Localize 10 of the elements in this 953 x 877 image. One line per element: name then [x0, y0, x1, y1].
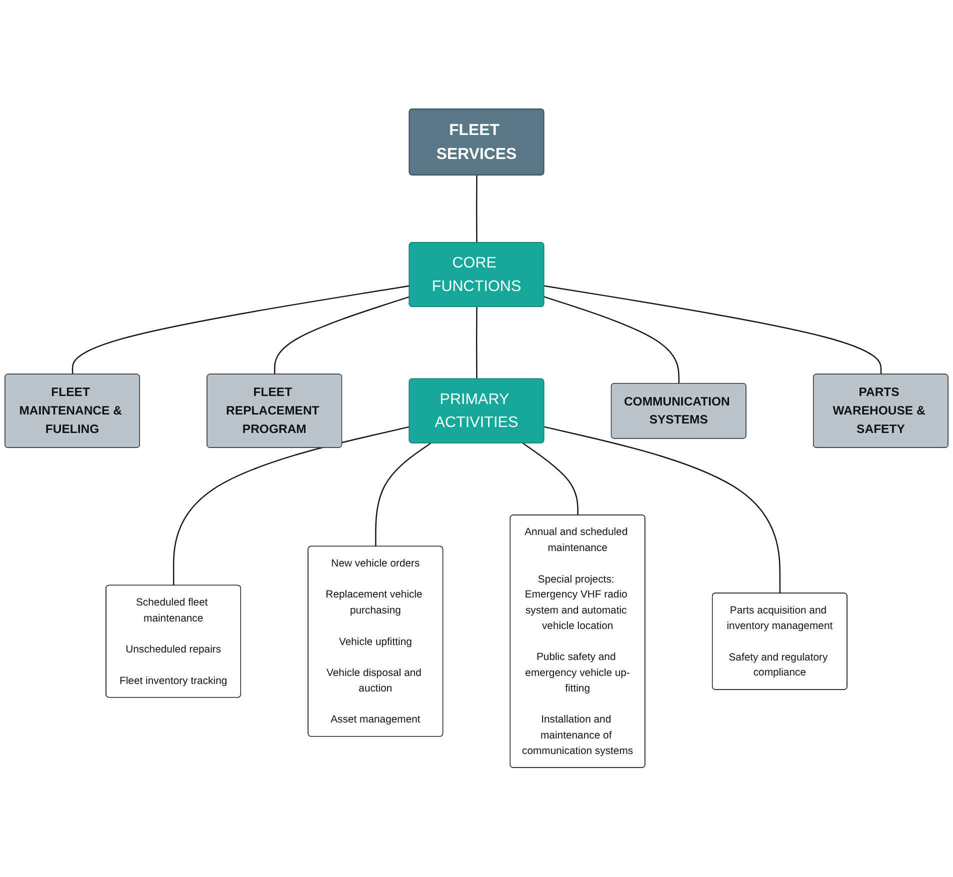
- connector: [72, 286, 410, 375]
- connector: [544, 296, 680, 384]
- connector: [544, 426, 781, 594]
- connector: [476, 176, 478, 243]
- connector: [172, 426, 410, 586]
- connector: [274, 296, 410, 375]
- connector: [476, 307, 478, 380]
- connector: [375, 443, 432, 547]
- connector: [544, 286, 882, 375]
- connector: [522, 443, 578, 516]
